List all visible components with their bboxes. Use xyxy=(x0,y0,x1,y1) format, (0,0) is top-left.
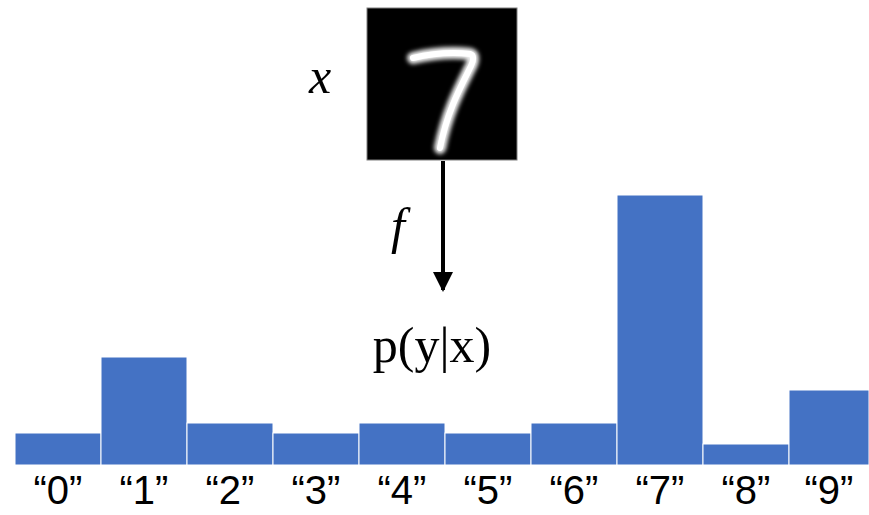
digit-image xyxy=(367,8,517,160)
class-label: “0” xyxy=(34,468,83,513)
function-arrow xyxy=(441,161,445,290)
bar xyxy=(703,444,789,465)
bar xyxy=(15,433,101,465)
class-label: “3” xyxy=(292,468,341,513)
probability-bars xyxy=(15,195,869,465)
function-label: f xyxy=(391,197,405,255)
class-label: “4” xyxy=(378,468,427,513)
class-label: “5” xyxy=(464,468,513,513)
bar xyxy=(445,433,531,465)
class-label: “9” xyxy=(805,468,854,513)
bar xyxy=(789,390,869,465)
bar xyxy=(359,423,445,465)
class-label: “6” xyxy=(550,468,599,513)
class-label: “2” xyxy=(206,468,255,513)
class-label: “1” xyxy=(120,468,169,513)
bar xyxy=(187,423,273,465)
digit-stroke-core xyxy=(413,53,473,148)
class-label: “8” xyxy=(722,468,771,513)
bar xyxy=(617,195,703,465)
class-label: “7” xyxy=(636,468,685,513)
bar xyxy=(101,357,187,465)
digit-stroke xyxy=(413,53,473,148)
input-variable: x xyxy=(309,47,331,105)
distribution-label: p(y|x) xyxy=(373,316,491,374)
bar xyxy=(273,433,359,465)
bar xyxy=(531,423,617,465)
